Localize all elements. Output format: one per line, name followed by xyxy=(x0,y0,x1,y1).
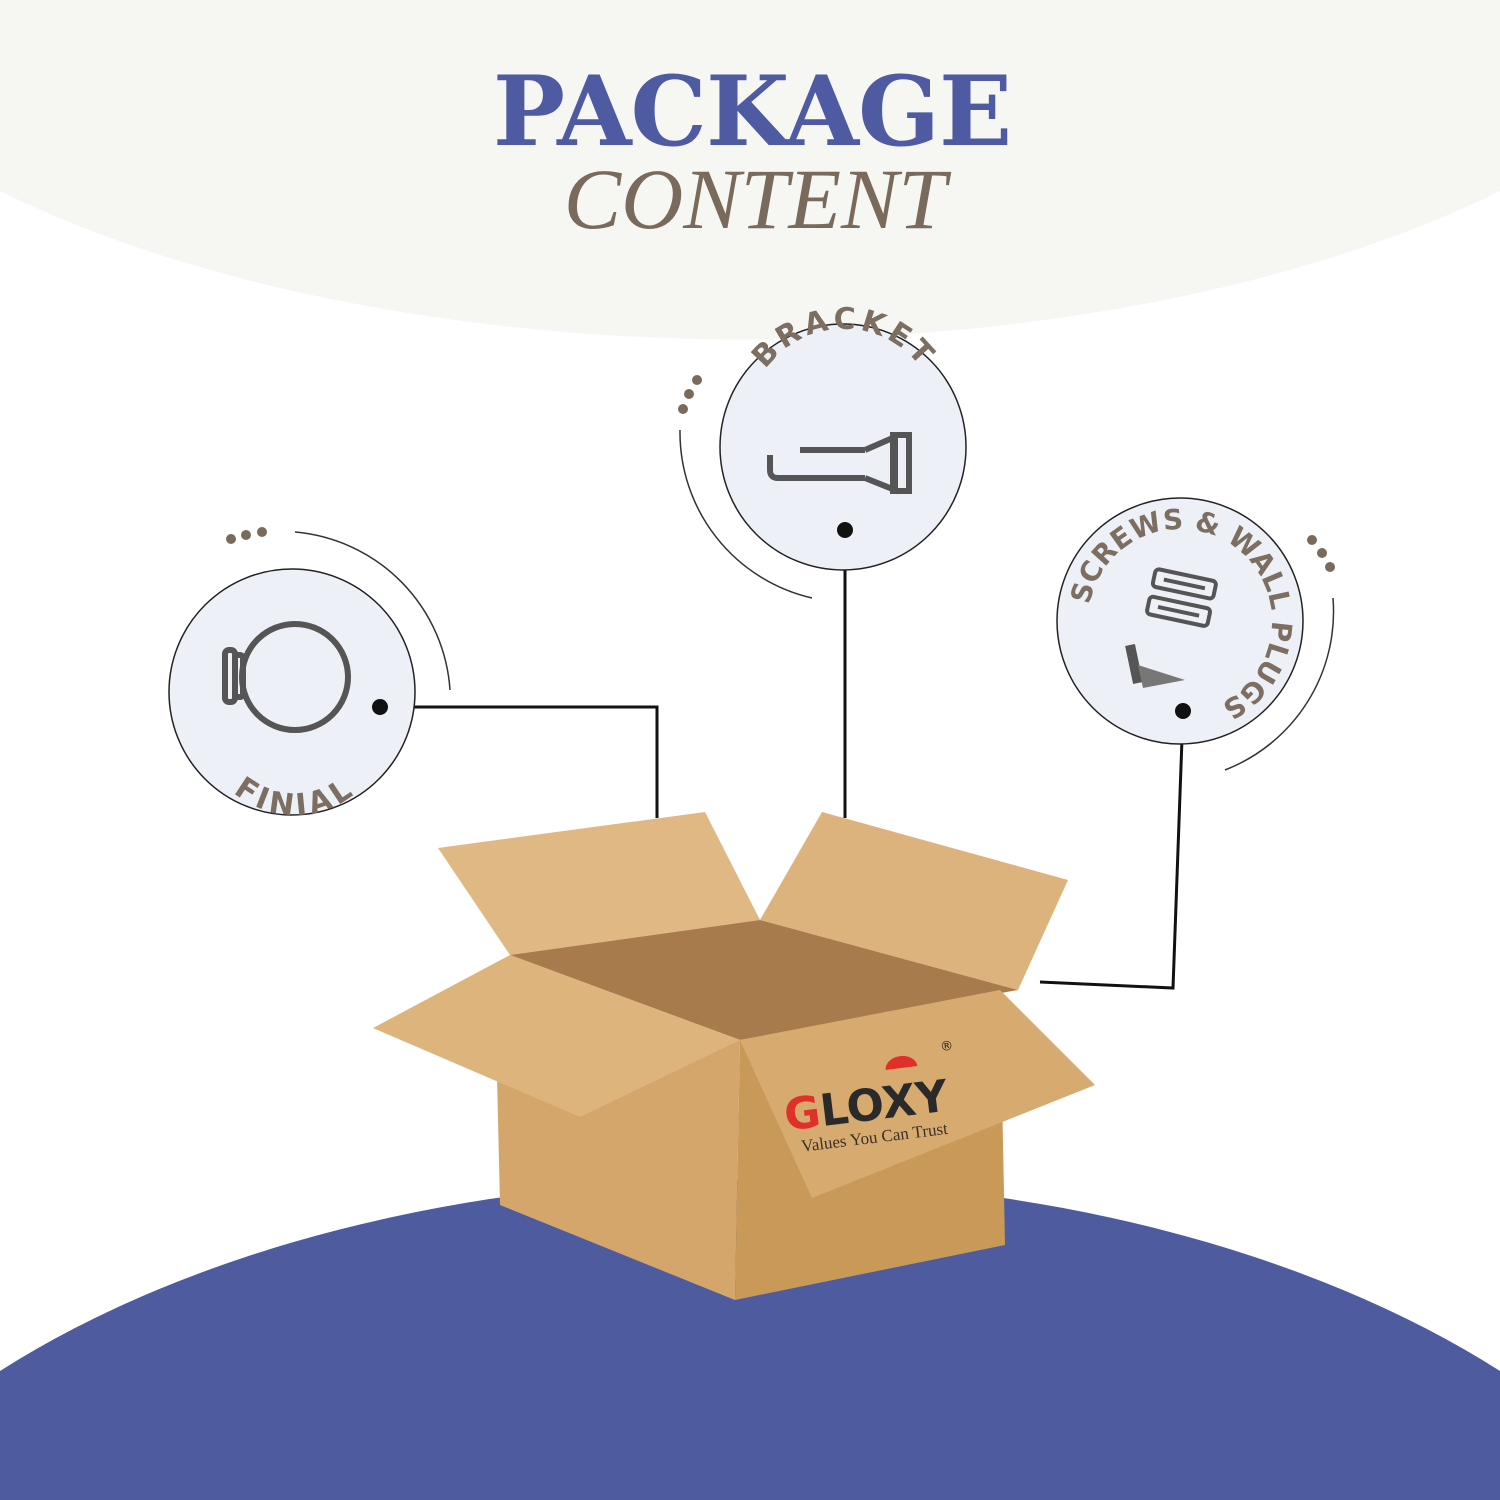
item-finial: FINIAL xyxy=(168,527,451,824)
decorative-arc xyxy=(294,531,451,691)
item-screws-wall-plugs: SCREWS & WALL PLUGS xyxy=(1056,497,1335,771)
dots-icon xyxy=(1307,535,1335,572)
dots-icon xyxy=(226,527,267,544)
finial-icon xyxy=(222,621,351,733)
logo-letter-g: G xyxy=(781,1086,823,1141)
connector-dot xyxy=(372,699,388,715)
title-content: CONTENT xyxy=(564,151,952,247)
title-package: PACKAGE xyxy=(493,55,1011,168)
screws-wall-plugs-icon xyxy=(1125,567,1218,688)
bracket-icon xyxy=(767,432,912,495)
cardboard-box xyxy=(373,812,1095,1300)
cloche-icon xyxy=(885,1055,918,1070)
floor-background xyxy=(0,1179,1500,1500)
connector-dot xyxy=(1175,703,1191,719)
connector-dot xyxy=(837,522,853,538)
item-bracket: BRACKET xyxy=(678,302,967,599)
connector-lines xyxy=(380,530,1185,990)
decorative-arc xyxy=(679,429,813,599)
dots-icon xyxy=(678,375,702,414)
top-background xyxy=(0,0,1500,340)
decorative-arc xyxy=(1224,597,1335,771)
registered-mark: ® xyxy=(939,1039,954,1055)
item-circle xyxy=(168,568,416,816)
